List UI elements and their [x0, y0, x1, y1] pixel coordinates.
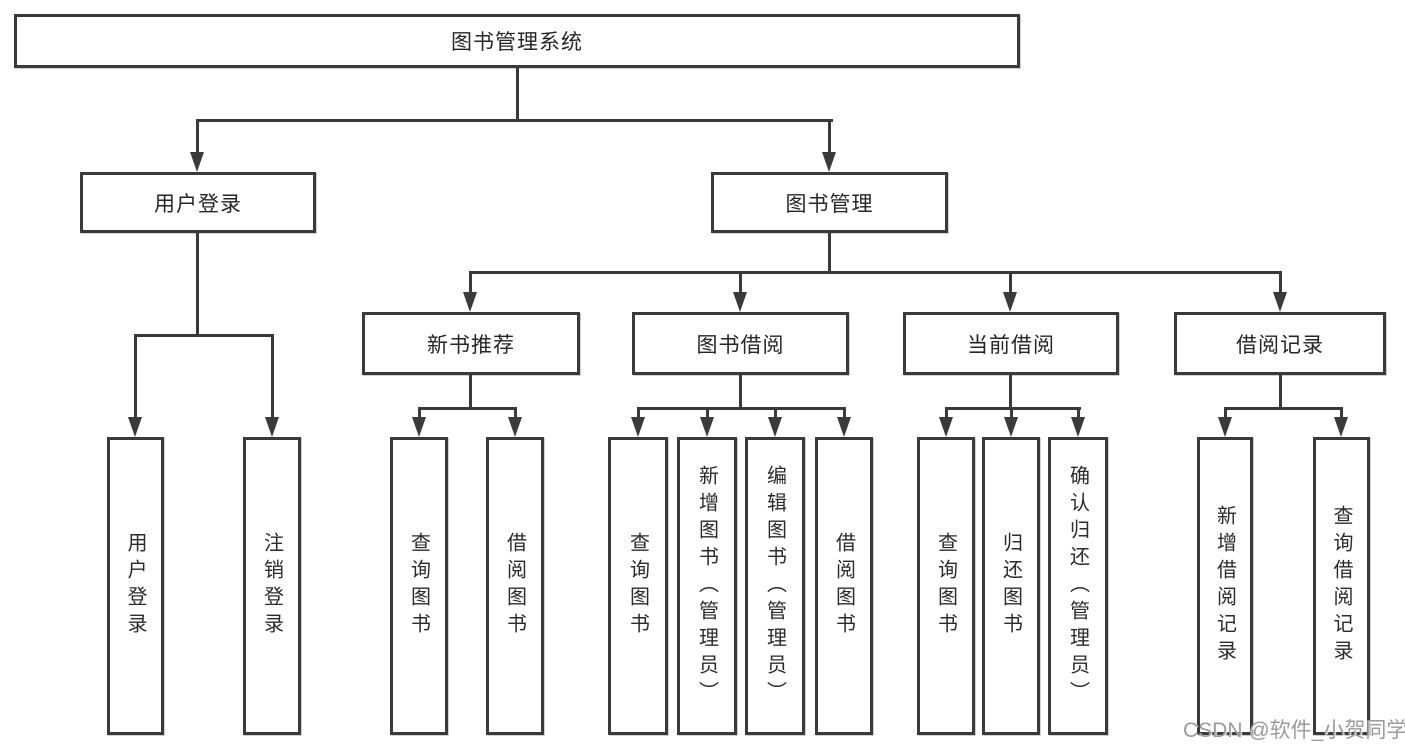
connector-line [739, 375, 742, 410]
connector-line [1224, 407, 1343, 410]
leaf-label: 确认归还（管理员） [1066, 464, 1089, 708]
arrow-down-icon [265, 417, 279, 437]
connector-line [514, 407, 517, 421]
leaf-add-borrow-record: 新增借阅记录 [1197, 437, 1253, 735]
arrow-down-icon [768, 417, 782, 437]
arrow-down-icon [508, 417, 522, 437]
connector-line [945, 407, 1081, 410]
arrow-down-icon [1003, 292, 1017, 312]
connector-line [706, 407, 709, 421]
connector-line [1279, 375, 1282, 410]
node-root: 图书管理系统 [14, 14, 1020, 68]
arrow-down-icon [1004, 417, 1018, 437]
leaf-label: 注销登录 [260, 532, 283, 640]
leaf-label: 借阅图书 [503, 532, 526, 640]
node-book-borrowing: 图书借阅 [632, 312, 849, 375]
leaf-return-books: 归还图书 [982, 437, 1040, 735]
leaf-label: 查询图书 [407, 532, 430, 640]
connector-line [637, 407, 846, 410]
connector-line [418, 407, 421, 421]
connector-line [196, 119, 833, 122]
arrow-down-icon [1218, 417, 1232, 437]
leaf-query-books-newbook: 查询图书 [390, 437, 448, 735]
leaf-label: 编辑图书（管理员） [763, 464, 786, 708]
connector-line [774, 407, 777, 421]
leaf-query-books-borrowing: 查询图书 [608, 437, 668, 735]
arrow-down-icon [822, 152, 836, 172]
connector-line [843, 407, 846, 421]
leaf-logout: 注销登录 [243, 437, 301, 735]
connector-line [1010, 407, 1013, 421]
connector-line [134, 334, 137, 420]
node-user-login: 用户登录 [80, 172, 316, 233]
arrow-down-icon [837, 417, 851, 437]
connector-line [1340, 407, 1343, 421]
arrow-down-icon [128, 417, 142, 437]
leaf-label: 查询图书 [934, 532, 957, 640]
leaf-label: 新增借阅记录 [1213, 505, 1236, 667]
connector-line [196, 119, 199, 155]
node-new-book-recommendation: 新书推荐 [362, 312, 580, 375]
leaf-label: 用户登录 [124, 532, 146, 640]
leaf-borrow-books-newbook: 借阅图书 [486, 437, 544, 735]
node-borrow-records: 借阅记录 [1174, 312, 1386, 375]
arrow-down-icon [1273, 292, 1287, 312]
leaf-borrow-books-borrowing: 借阅图书 [815, 437, 873, 735]
connector-line [828, 233, 831, 273]
leaf-label: 查询借阅记录 [1330, 505, 1352, 667]
arrow-down-icon [631, 417, 645, 437]
arrow-down-icon [463, 292, 477, 312]
connector-line [134, 334, 274, 337]
arrow-down-icon [700, 417, 714, 437]
arrow-down-icon [939, 417, 953, 437]
node-current-borrowing: 当前借阅 [903, 312, 1119, 375]
csdn-watermark: CSDN @软件_小贺同学 [1183, 719, 1405, 742]
connector-line [469, 271, 472, 295]
arrow-down-icon [1071, 417, 1085, 437]
leaf-label: 归还图书 [999, 532, 1022, 640]
connector-line [469, 271, 1282, 274]
leaf-confirm-return-admin: 确认归还（管理员） [1048, 437, 1108, 735]
connector-line [418, 407, 517, 410]
connector-line [1077, 407, 1080, 421]
connector-line [516, 68, 519, 121]
arrow-down-icon [190, 152, 204, 172]
connector-line [1279, 271, 1282, 295]
connector-line [637, 407, 640, 421]
leaf-query-borrow-record: 查询借阅记录 [1313, 437, 1370, 735]
connector-line [1009, 271, 1012, 295]
leaf-label: 新增图书（管理员） [695, 464, 718, 708]
connector-line [469, 375, 472, 410]
arrow-down-icon [1334, 417, 1348, 437]
connector-line [271, 334, 274, 420]
node-book-management: 图书管理 [711, 172, 948, 233]
leaf-label: 借阅图书 [832, 532, 855, 640]
leaf-user-login: 用户登录 [107, 437, 164, 735]
leaf-label: 查询图书 [626, 532, 649, 640]
leaf-edit-books-admin: 编辑图书（管理员） [745, 437, 805, 735]
connector-line [196, 233, 199, 336]
leaf-add-books-admin: 新增图书（管理员） [677, 437, 737, 735]
connector-line [739, 271, 742, 295]
connector-line [945, 407, 948, 421]
leaf-query-books-current: 查询图书 [917, 437, 975, 735]
arrow-down-icon [733, 292, 747, 312]
connector-line [828, 119, 831, 155]
connector-line [1224, 407, 1227, 421]
arrow-down-icon [412, 417, 426, 437]
connector-line [1009, 375, 1012, 410]
